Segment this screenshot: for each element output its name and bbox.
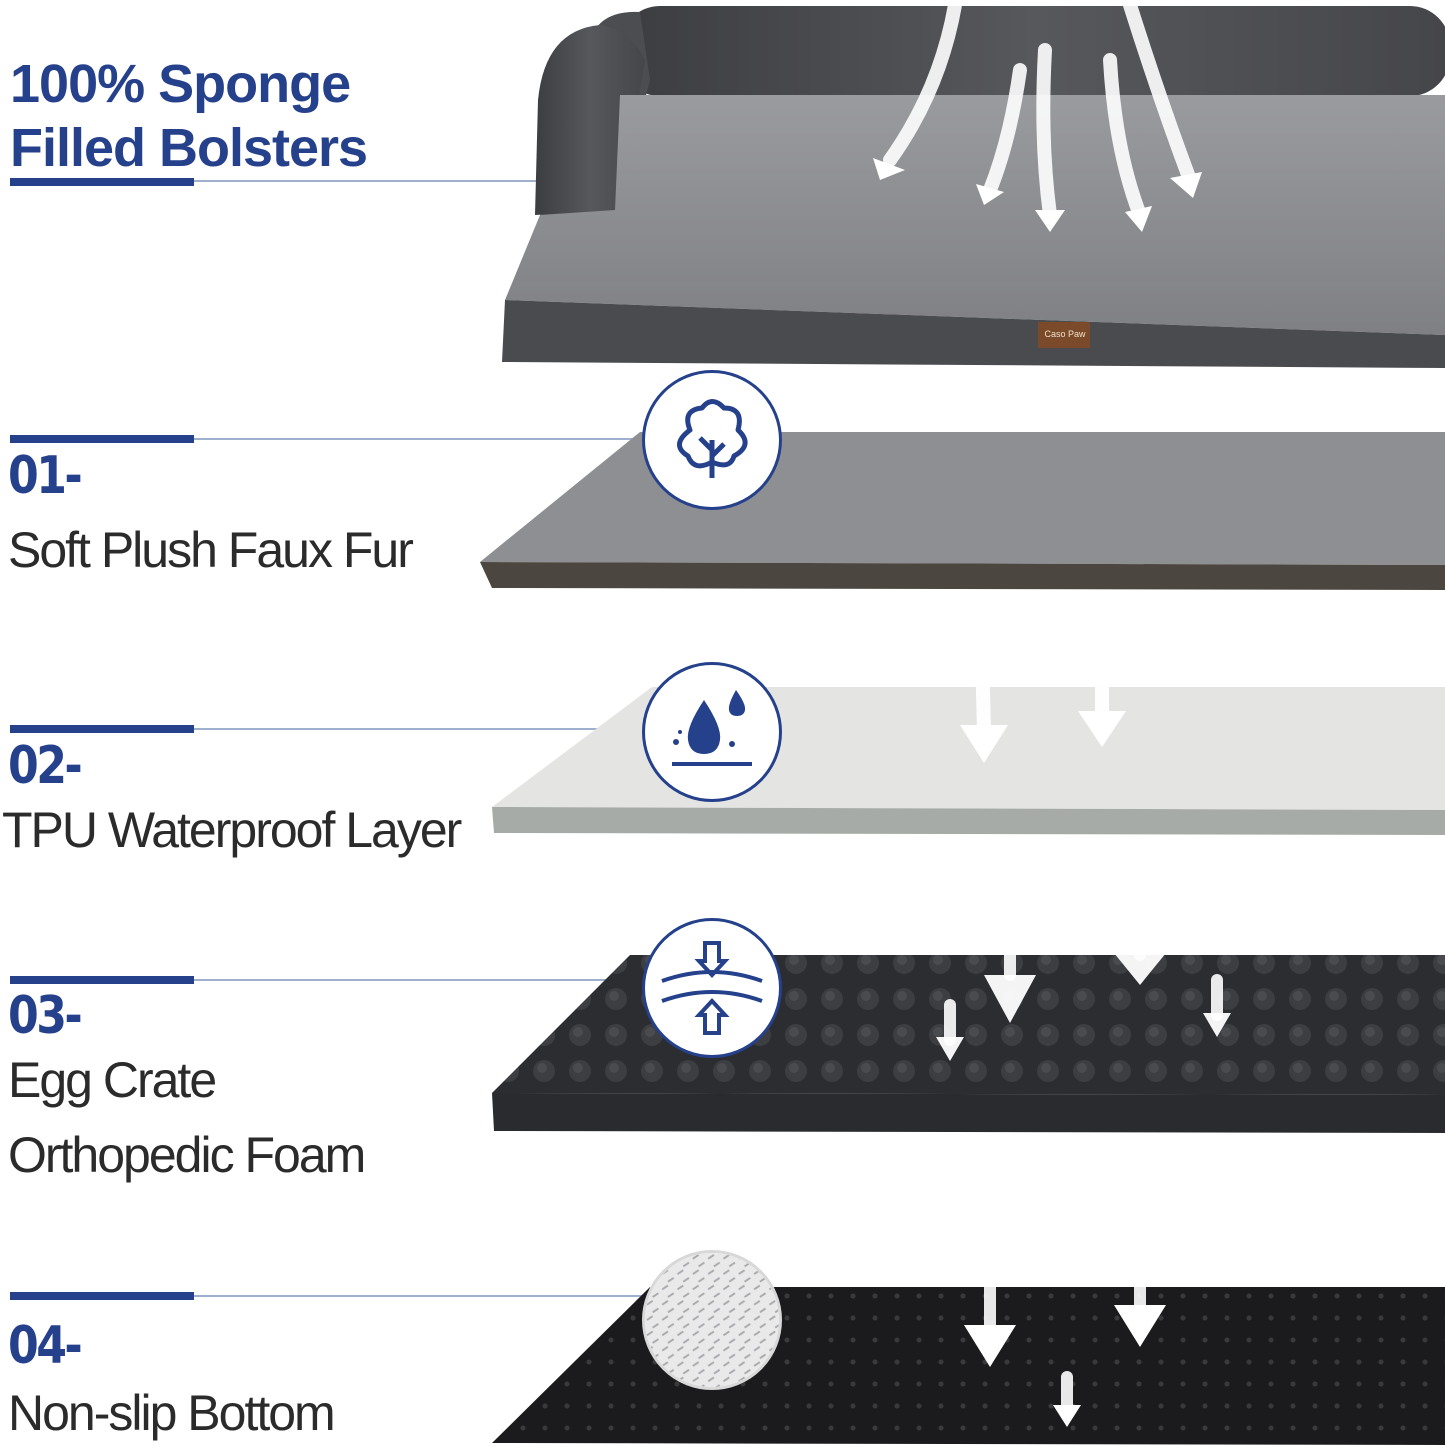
layer-02-label: TPU Waterproof Layer — [2, 802, 462, 858]
layer-04-label: Non-slip Bottom — [8, 1385, 336, 1441]
headline-leader-line — [194, 180, 584, 182]
layer-04-leader-line — [194, 1295, 642, 1297]
layer-03-label-line-2: Orthopedic Foam — [8, 1127, 366, 1183]
headline-line-2: Filled Bolsters — [10, 118, 368, 178]
layer-04-number: 04- — [8, 1316, 83, 1376]
layer-02-number: 02- — [8, 736, 83, 796]
layer-04-underline — [10, 1292, 194, 1300]
layer-03-label-line-1: Egg Crate — [8, 1052, 217, 1108]
faux-fur-layer-image — [480, 430, 1445, 590]
layer-02-leader-line — [194, 728, 642, 730]
non-slip-texture-icon — [642, 1250, 782, 1390]
non-slip-bottom-image — [490, 1285, 1445, 1445]
water-drop-icon — [642, 662, 782, 802]
dog-bed-image: Caso Paw — [490, 0, 1445, 370]
layer-01-number: 01- — [8, 446, 83, 506]
headline-line-1: 100% Sponge — [10, 54, 351, 114]
egg-crate-foam-image — [490, 945, 1445, 1135]
layer-02-underline — [10, 725, 194, 733]
waterproof-layer-image — [492, 685, 1445, 835]
layer-03-number: 03- — [8, 986, 83, 1046]
headline-underline — [10, 178, 194, 186]
layer-03-underline — [10, 976, 194, 984]
layer-03-leader-line — [194, 979, 642, 981]
layer-01-label: Soft Plush Faux Fur — [8, 522, 414, 578]
brand-tag: Caso Paw — [1044, 329, 1086, 339]
cotton-icon — [642, 370, 782, 510]
foam-compression-icon — [642, 918, 782, 1058]
layer-01-leader-line — [194, 438, 642, 440]
layer-01-underline — [10, 435, 194, 443]
